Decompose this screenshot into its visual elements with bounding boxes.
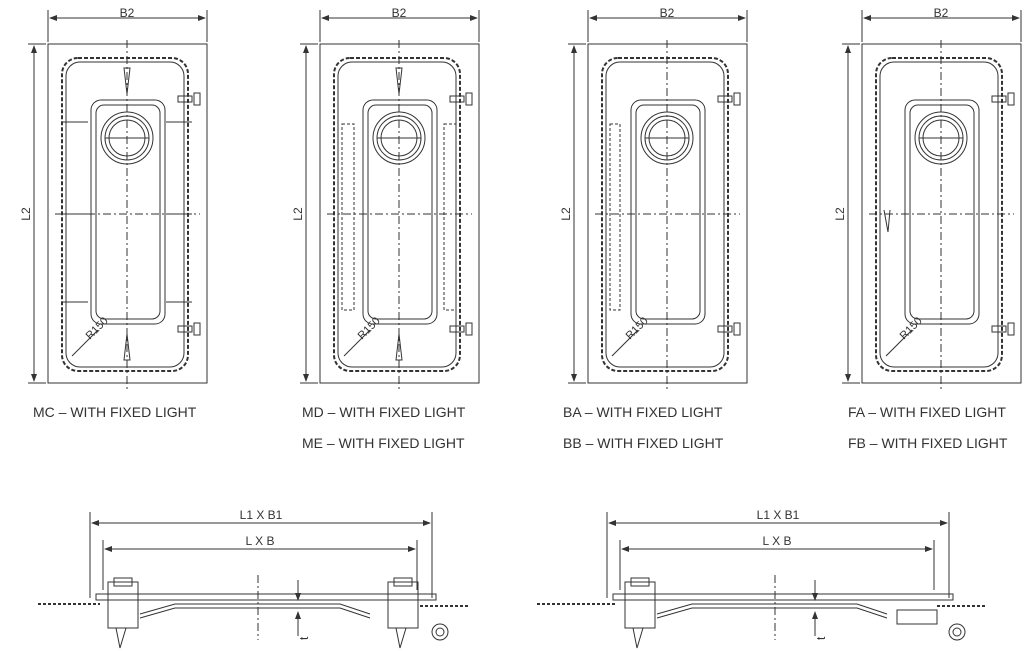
- section-view-left: L1 X B1 L X B t: [38, 508, 470, 649]
- section-view-right: L1 X B1 L X B t: [537, 508, 987, 649]
- caption-me: ME – WITH FIXED LIGHT: [302, 435, 465, 451]
- caption-fb: FB – WITH FIXED LIGHT: [848, 435, 1008, 451]
- inner-dimension-label: L X B: [763, 534, 792, 548]
- caption-ba: BA – WITH FIXED LIGHT: [563, 404, 723, 420]
- width-dimension-label: B2: [120, 6, 135, 20]
- inner-dimension-label: L X B: [246, 534, 275, 548]
- thickness-label: t: [297, 636, 311, 640]
- door-view-mc: B2 L2 R150: [19, 6, 208, 390]
- height-dimension-label: L2: [19, 207, 33, 221]
- height-dimension-label: L2: [559, 207, 573, 221]
- caption-fa: FA – WITH FIXED LIGHT: [848, 404, 1006, 420]
- caption-mc: MC – WITH FIXED LIGHT: [33, 404, 197, 420]
- height-dimension-label: L2: [833, 207, 847, 221]
- height-dimension-label: L2: [291, 207, 305, 221]
- caption-bb: BB – WITH FIXED LIGHT: [563, 435, 724, 451]
- door-view-ba-bb: B2 L2 R150: [559, 6, 748, 390]
- door-view-md-me: B2 L2 R150: [291, 6, 480, 390]
- outer-dimension-label: L1 X B1: [240, 508, 283, 522]
- width-dimension-label: B2: [660, 6, 675, 20]
- width-dimension-label: B2: [934, 6, 949, 20]
- caption-md: MD – WITH FIXED LIGHT: [302, 404, 466, 420]
- outer-dimension-label: L1 X B1: [757, 508, 800, 522]
- door-view-fa-fb: B2 L2 R150: [833, 6, 1022, 390]
- width-dimension-label: B2: [392, 6, 407, 20]
- thickness-label: t: [814, 636, 828, 640]
